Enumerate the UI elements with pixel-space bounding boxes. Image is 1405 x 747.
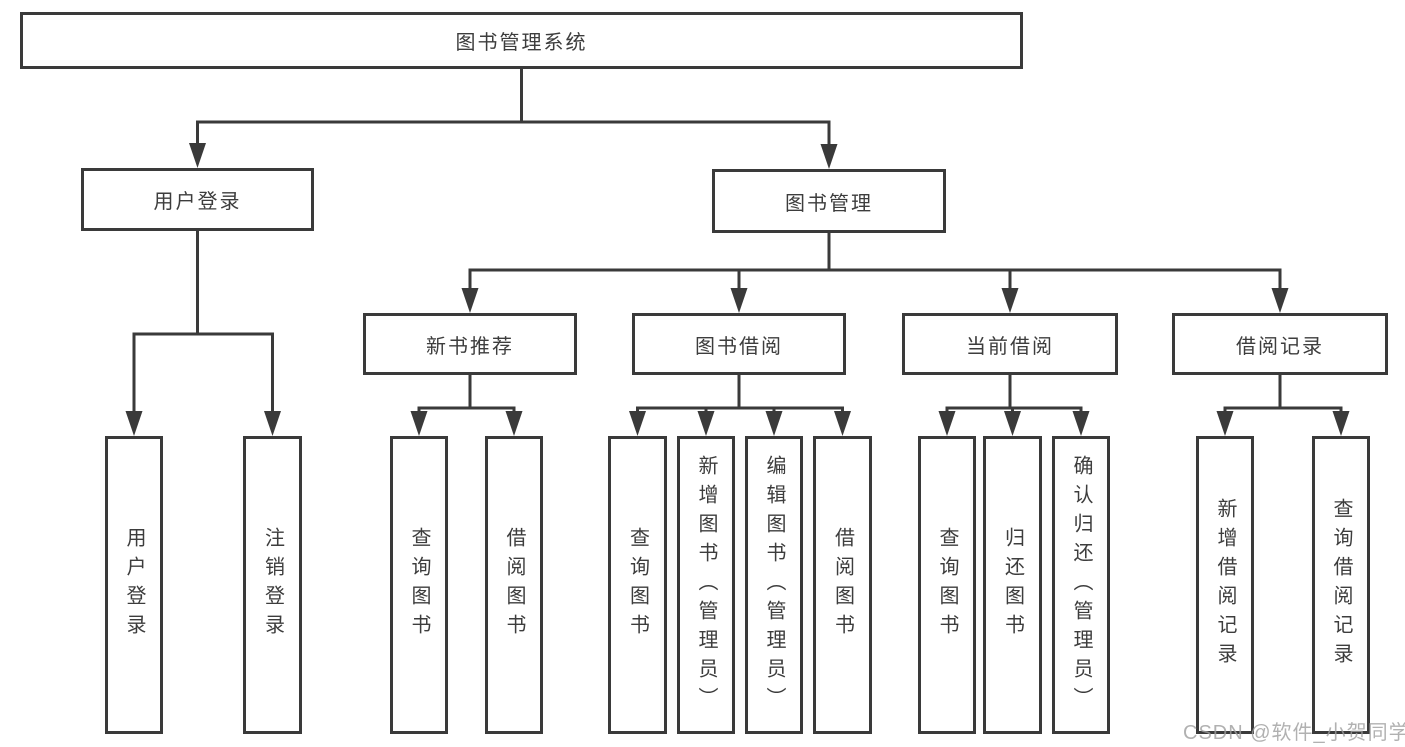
node-label-user-login: 用户登录 [153, 191, 242, 213]
node-label-logout: 注销登录 [261, 527, 284, 643]
node-book-borrow: 图书借阅 [632, 313, 846, 375]
node-label-br-add-record: 新增借阅记录 [1214, 498, 1236, 672]
node-bb-borrow-book: 借阅图书 [813, 436, 872, 734]
node-label-borrow-records: 借阅记录 [1236, 335, 1324, 358]
node-cb-query-book: 查询图书 [918, 436, 976, 734]
node-new-book-rec: 新书推荐 [363, 313, 577, 375]
node-br-add-record: 新增借阅记录 [1196, 436, 1254, 734]
node-cb-confirm-return: 确认归还（管理员） [1052, 436, 1110, 734]
node-label-rec-query-book: 查询图书 [408, 527, 430, 643]
node-borrow-records: 借阅记录 [1172, 313, 1388, 375]
node-do-user-login: 用户登录 [105, 436, 163, 734]
node-label-book-mgmt: 图书管理 [785, 192, 873, 215]
watermark: CSDN @软件_小贺同学 [1183, 722, 1405, 744]
node-label-book-borrow: 图书借阅 [695, 335, 783, 358]
node-rec-borrow-book: 借阅图书 [485, 436, 543, 734]
node-label-bb-add-book: 新增图书（管理员） [695, 454, 717, 716]
node-bb-query-book: 查询图书 [608, 436, 667, 734]
node-root: 图书管理系统 [20, 12, 1023, 69]
node-br-query-record: 查询借阅记录 [1312, 436, 1370, 734]
node-label-bb-query-book: 查询图书 [626, 527, 649, 643]
node-label-rec-borrow-book: 借阅图书 [503, 527, 525, 643]
node-label-do-user-login: 用户登录 [123, 527, 145, 643]
node-label-br-query-record: 查询借阅记录 [1330, 498, 1352, 672]
node-label-root: 图书管理系统 [455, 32, 588, 54]
node-label-bb-borrow-book: 借阅图书 [831, 527, 854, 643]
node-label-bb-edit-book: 编辑图书（管理员） [763, 454, 785, 716]
node-cb-return-book: 归还图书 [983, 436, 1042, 734]
node-label-current-borrow: 当前借阅 [966, 335, 1054, 358]
node-label-cb-confirm-return: 确认归还（管理员） [1070, 454, 1092, 716]
node-book-mgmt: 图书管理 [712, 169, 946, 233]
node-user-login: 用户登录 [81, 168, 314, 231]
node-label-cb-query-book: 查询图书 [936, 527, 958, 643]
node-bb-edit-book: 编辑图书（管理员） [745, 436, 803, 734]
node-bb-add-book: 新增图书（管理员） [677, 436, 735, 734]
node-label-cb-return-book: 归还图书 [1001, 527, 1024, 643]
node-label-new-book-rec: 新书推荐 [426, 335, 514, 358]
node-logout: 注销登录 [243, 436, 302, 734]
node-rec-query-book: 查询图书 [390, 436, 448, 734]
node-current-borrow: 当前借阅 [902, 313, 1118, 375]
